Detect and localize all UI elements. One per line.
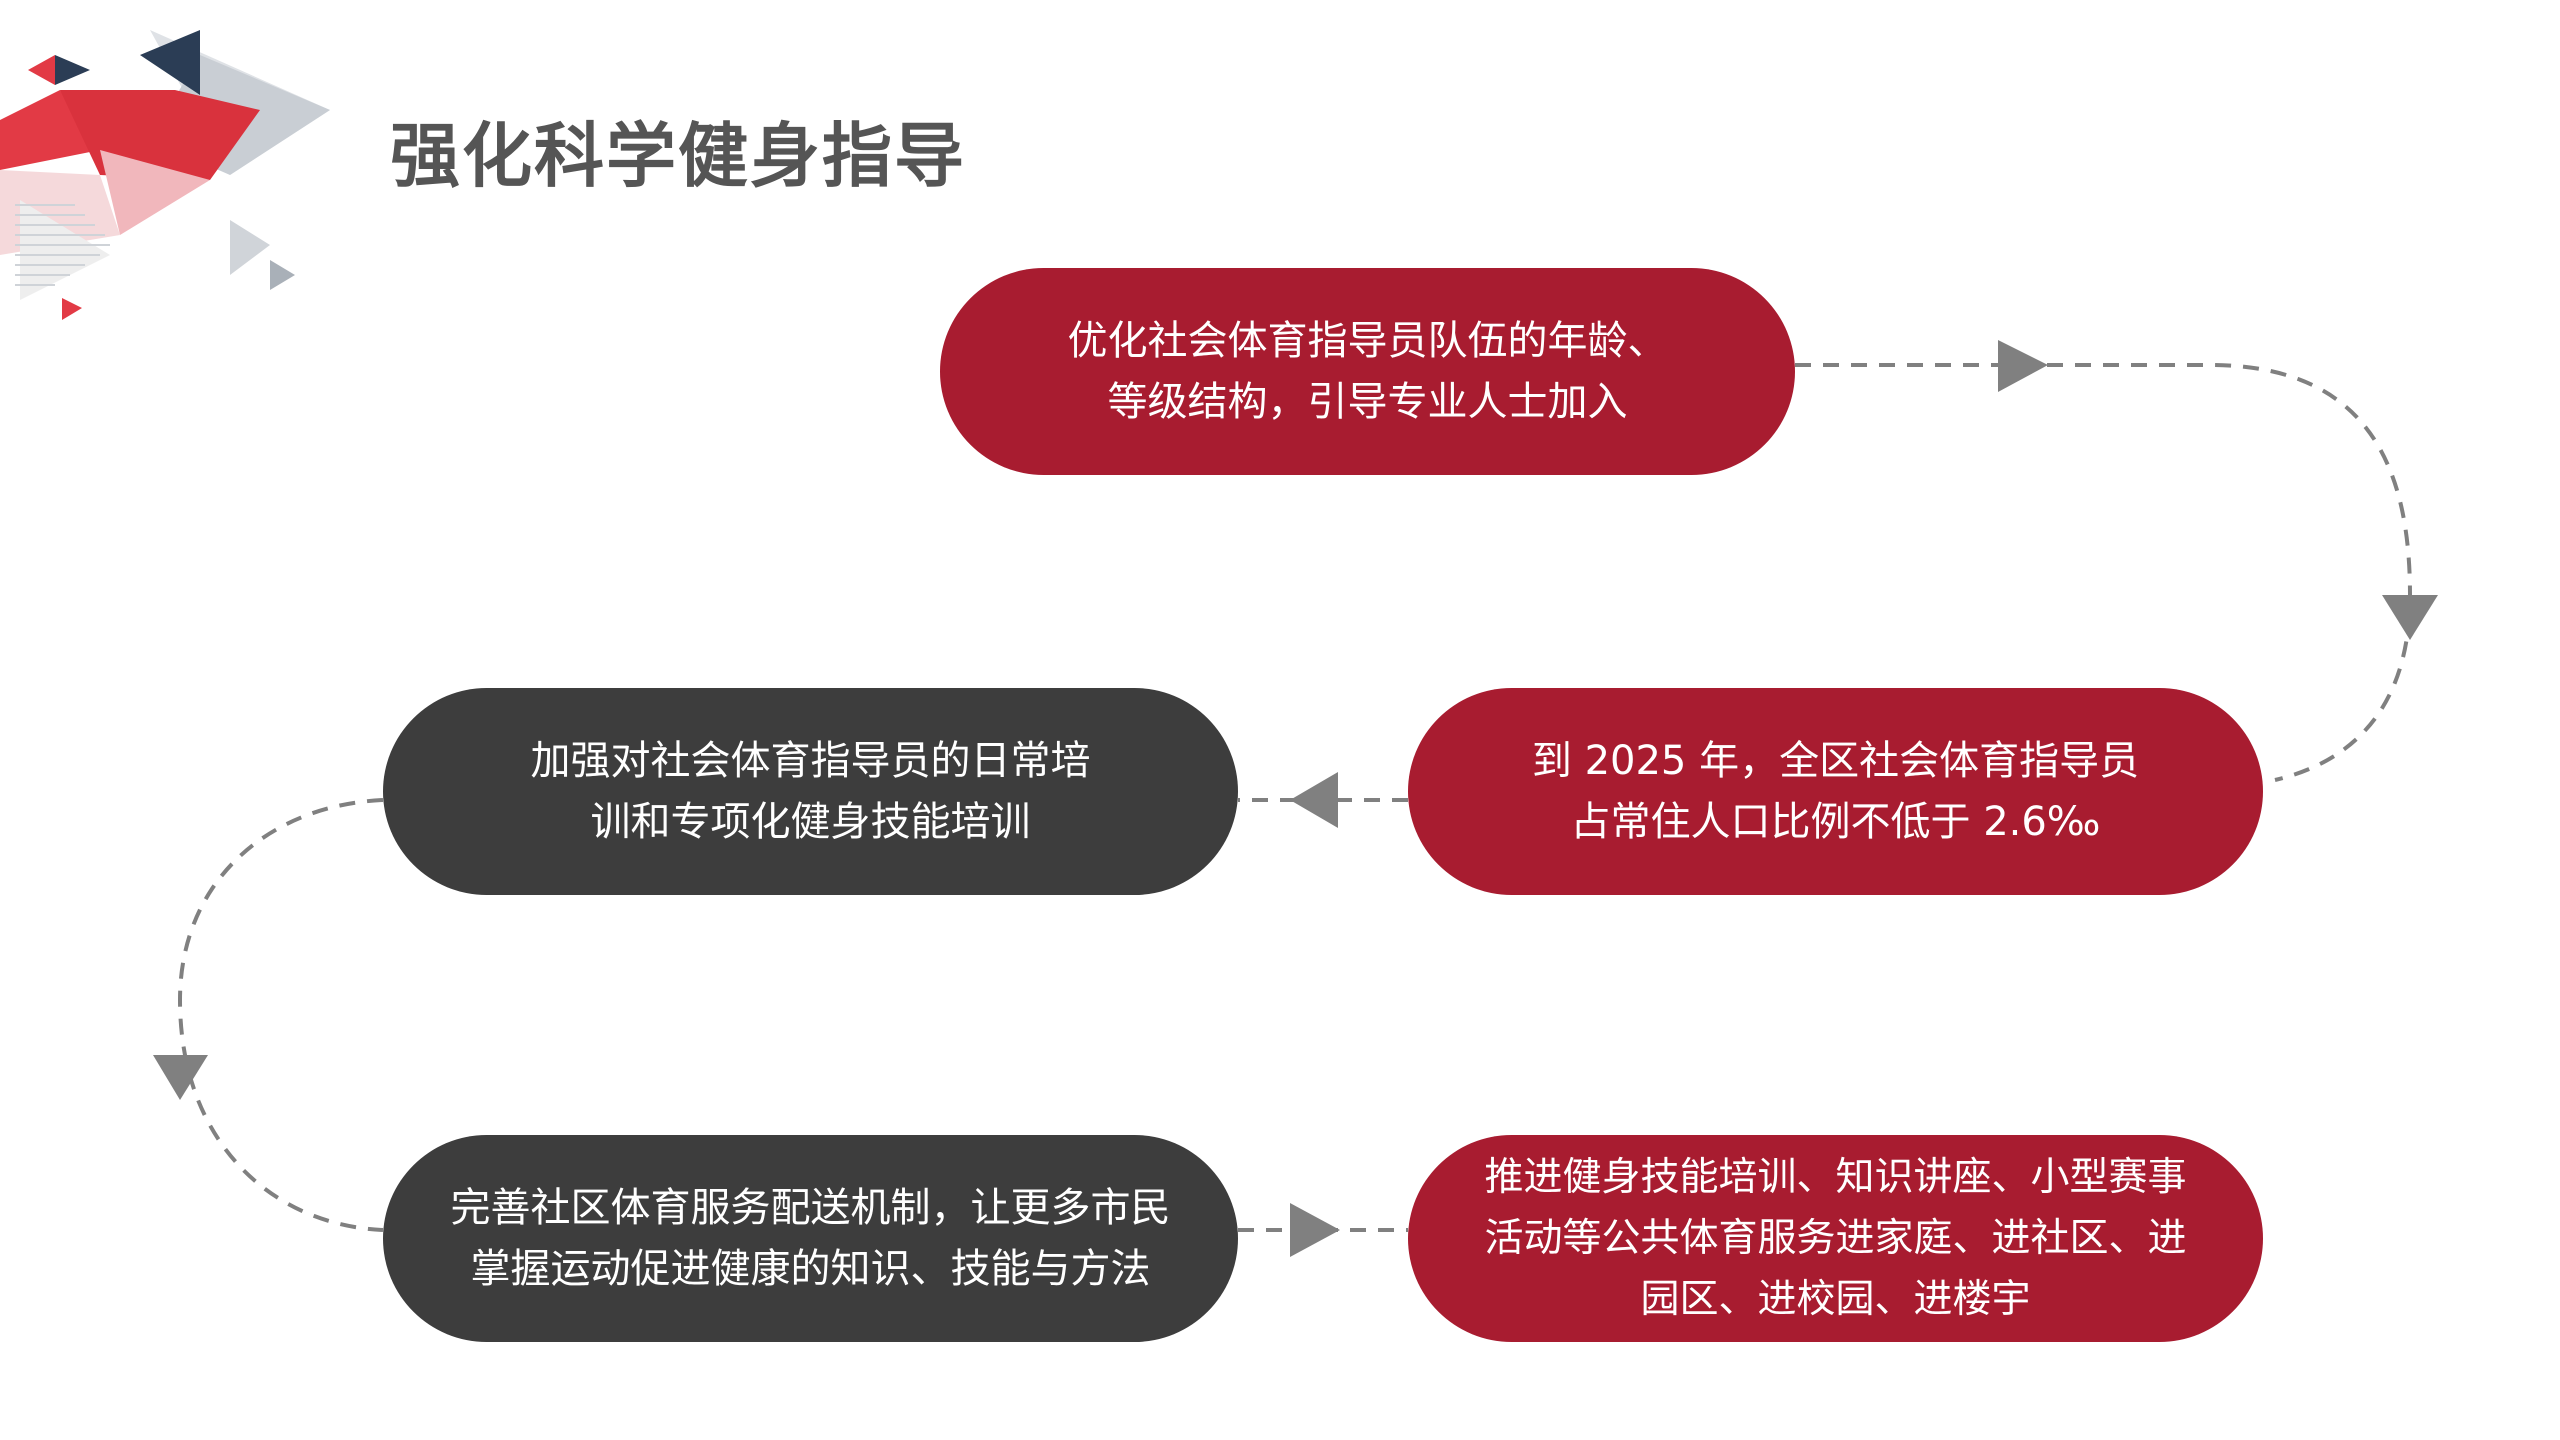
- step-2-line-1: 到 2025 年，全区社会体育指导员: [1531, 737, 2140, 784]
- corner-decoration: [0, 30, 330, 320]
- step-5-pill: 推进健身技能培训、知识讲座、小型赛事 活动等公共体育服务进家庭、进社区、进 园区…: [1408, 1135, 2263, 1342]
- page-title: 强化科学健身指导: [390, 115, 966, 197]
- step-3-pill: 加强对社会体育指导员的日常培 训和专项化健身技能培训: [383, 688, 1238, 895]
- step-4-line-2: 掌握运动促进健康的知识、技能与方法: [470, 1245, 1151, 1292]
- step-3-line-2: 训和专项化健身技能培训: [590, 798, 1031, 845]
- step-3-line-1: 加强对社会体育指导员的日常培: [530, 737, 1091, 784]
- step-4-line-1: 完善社区体育服务配送机制，让更多市民: [450, 1184, 1171, 1231]
- arrow-left-icon: [1290, 772, 1338, 828]
- step-5-line-3: 园区、进校园、进楼宇: [1640, 1277, 2031, 1322]
- step-1-line-1: 优化社会体育指导员队伍的年龄、: [1067, 317, 1668, 364]
- step-2-line-2: 占常住人口比例不低于 2.6‰: [1570, 798, 2101, 845]
- step-4-pill: 完善社区体育服务配送机制，让更多市民 掌握运动促进健康的知识、技能与方法: [383, 1135, 1238, 1342]
- arrow-down-icon: [153, 1055, 208, 1100]
- arrow-right-icon: [1998, 340, 2048, 392]
- step-5-line-2: 活动等公共体育服务进家庭、进社区、进: [1484, 1216, 2187, 1261]
- arrow-right-icon: [1290, 1203, 1340, 1257]
- arrow-down-icon: [2382, 595, 2438, 640]
- step-5-line-1: 推进健身技能培训、知识讲座、小型赛事: [1484, 1155, 2187, 1200]
- step-1-pill: 优化社会体育指导员队伍的年龄、 等级结构，引导专业人士加入: [940, 268, 1795, 475]
- connector-3-4: [177, 798, 384, 1232]
- step-1-line-2: 等级结构，引导专业人士加入: [1107, 378, 1628, 425]
- step-2-pill: 到 2025 年，全区社会体育指导员 占常住人口比例不低于 2.6‰: [1408, 688, 2263, 895]
- connector-1-2: [1795, 363, 2413, 782]
